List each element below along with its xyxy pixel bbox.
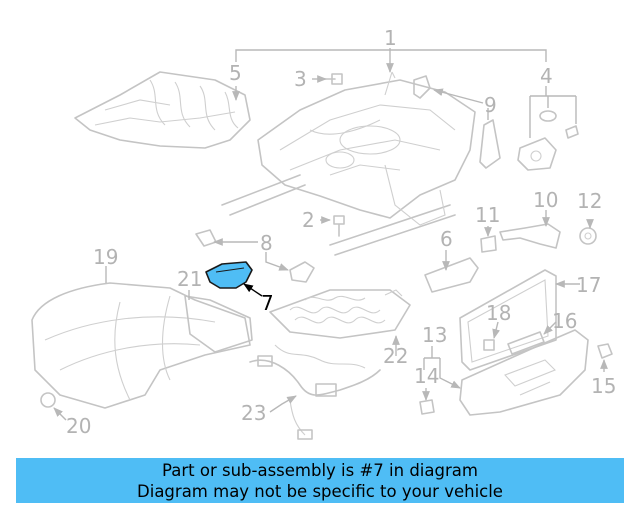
part-22-heater — [269, 289, 411, 339]
callout-12: 12 — [577, 189, 602, 213]
callout-19: 19 — [93, 245, 118, 269]
callout-13: 13 — [422, 323, 447, 347]
part-1-seat-frame — [221, 71, 476, 256]
part-14-clip — [419, 399, 435, 415]
part-10-lever — [499, 223, 561, 249]
callout-numbers: 1 2 3 4 5 6 7 8 9 10 11 12 13 14 15 16 1… — [66, 26, 616, 438]
callout-14: 14 — [414, 364, 439, 388]
callout-2: 2 — [302, 208, 315, 232]
part-5-spring-mat — [74, 71, 251, 149]
callout-15: 15 — [591, 374, 616, 398]
part-16-switch — [507, 331, 545, 355]
part-6-trim — [424, 257, 479, 293]
part-23-harness — [249, 344, 381, 440]
part-18-screw — [483, 339, 495, 351]
part-9-bracket — [413, 75, 501, 169]
callout-21: 21 — [177, 267, 202, 291]
callout-8: 8 — [260, 231, 273, 255]
part-15-clip — [597, 343, 613, 359]
callout-23: 23 — [241, 401, 266, 425]
caption-line-2: Diagram may not be specific to your vehi… — [137, 482, 503, 501]
part-4-cover — [517, 110, 579, 171]
callout-3: 3 — [294, 67, 307, 91]
callout-1: 1 — [384, 26, 397, 50]
leader-lines — [53, 48, 608, 421]
caption-line-1: Part or sub-assembly is #7 in diagram — [162, 461, 478, 480]
callout-10: 10 — [533, 188, 558, 212]
part-12-knob — [579, 227, 597, 245]
parts-diagram: 1 2 3 4 5 6 7 8 9 10 11 12 13 14 15 16 1… — [31, 26, 616, 440]
part-13-side-cover — [459, 329, 589, 416]
part-21-pad — [184, 295, 253, 353]
callout-7: 7 — [261, 291, 274, 315]
callout-22: 22 — [383, 344, 408, 368]
callout-6: 6 — [440, 227, 453, 251]
callout-5: 5 — [229, 61, 242, 85]
callout-11: 11 — [475, 203, 500, 227]
part-2-bolt — [333, 215, 345, 237]
part-17-frame — [459, 269, 557, 371]
caption-banner: Part or sub-assembly is #7 in diagram Di… — [16, 458, 624, 503]
callout-18: 18 — [486, 301, 511, 325]
part-7-highlighted — [205, 261, 253, 289]
part-3-bolt — [325, 73, 343, 85]
callout-16: 16 — [552, 309, 577, 333]
callout-4: 4 — [540, 64, 553, 88]
part-11-clip — [480, 235, 497, 253]
part-20-clip — [40, 392, 56, 408]
callout-9: 9 — [484, 93, 497, 117]
callout-17: 17 — [576, 273, 601, 297]
part-19-cushion — [31, 282, 251, 409]
callout-20: 20 — [66, 414, 91, 438]
